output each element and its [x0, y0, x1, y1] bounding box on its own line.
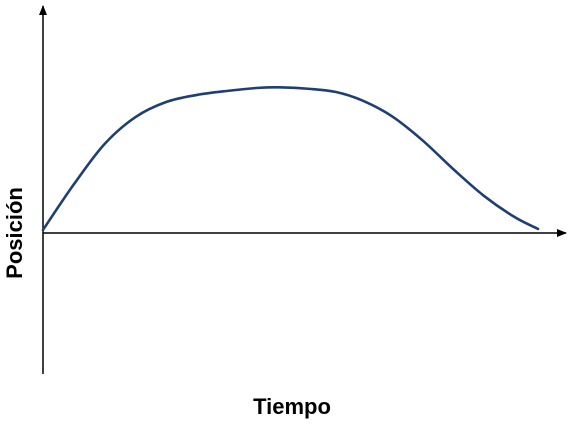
x-axis-label: Tiempo	[253, 394, 331, 419]
series-layer	[41, 85, 540, 232]
y-axis-label: Posición	[2, 187, 27, 279]
series-line-0	[41, 85, 540, 232]
